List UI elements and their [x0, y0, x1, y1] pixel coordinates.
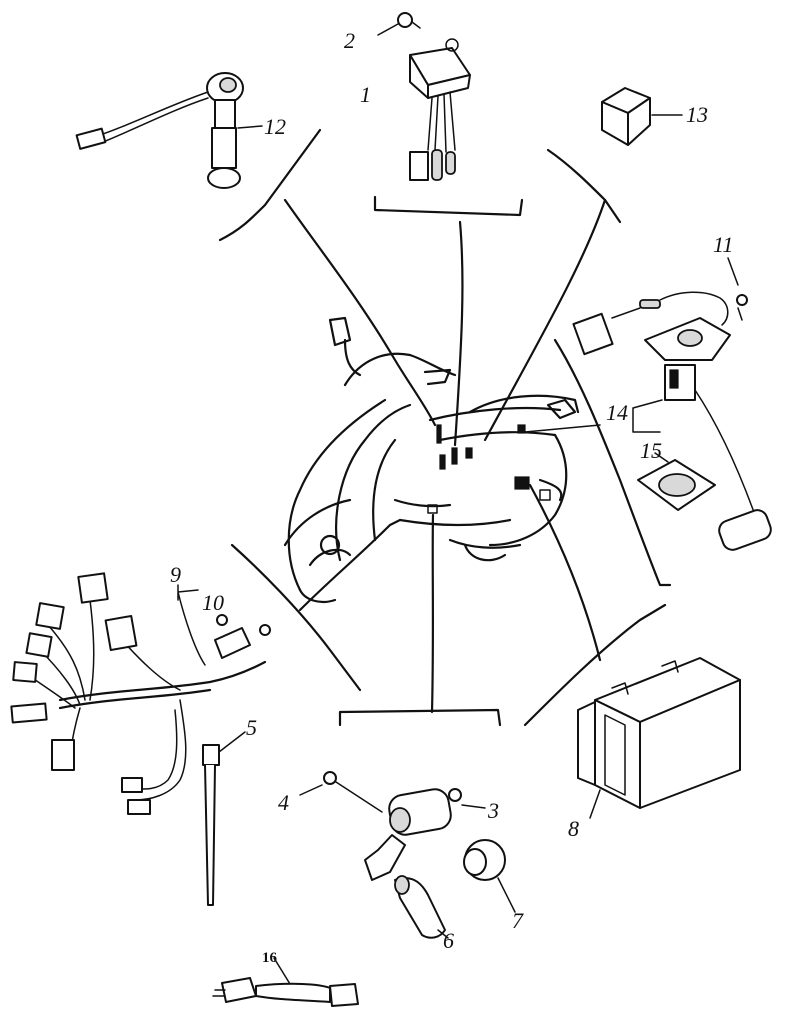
body-battery-marker — [514, 476, 530, 490]
callout-11: 11 — [713, 232, 733, 257]
callout-2: 2 — [344, 28, 355, 53]
cable-tie-part — [202, 731, 246, 906]
callout-9: 9 — [170, 562, 181, 587]
wiring-harness-part — [10, 572, 271, 815]
body-cdi-marker — [436, 424, 442, 444]
callout-10: 10 — [202, 590, 224, 615]
connector-lead-part — [212, 957, 359, 1007]
callout-4: 4 — [278, 790, 289, 815]
section-brackets — [218, 128, 672, 727]
callout-7: 7 — [512, 908, 524, 933]
screw-part-2 — [377, 12, 421, 36]
scooter-outline — [283, 316, 580, 604]
relay-part — [601, 87, 683, 146]
ignition-coil-part — [299, 771, 516, 939]
ignition-switch-part — [75, 72, 263, 189]
battery-part — [577, 657, 741, 819]
cdi-unit-part — [409, 38, 471, 181]
fuel-unit-part — [572, 257, 772, 551]
callout-16: 16 — [262, 950, 278, 966]
callout-15: 15 — [640, 438, 662, 463]
callout-13: 13 — [686, 102, 708, 127]
callout-8: 8 — [568, 816, 579, 841]
callout-6: 6 — [443, 928, 454, 953]
callout-5: 5 — [246, 715, 257, 740]
leader-lines — [283, 198, 607, 714]
callout-labels: 1 2 3 4 5 6 7 8 9 10 11 12 13 14 15 16 — [170, 28, 733, 966]
callout-12: 12 — [264, 114, 286, 139]
callout-1: 1 — [360, 82, 371, 107]
callout-14: 14 — [606, 400, 628, 425]
callout-3: 3 — [487, 798, 499, 823]
